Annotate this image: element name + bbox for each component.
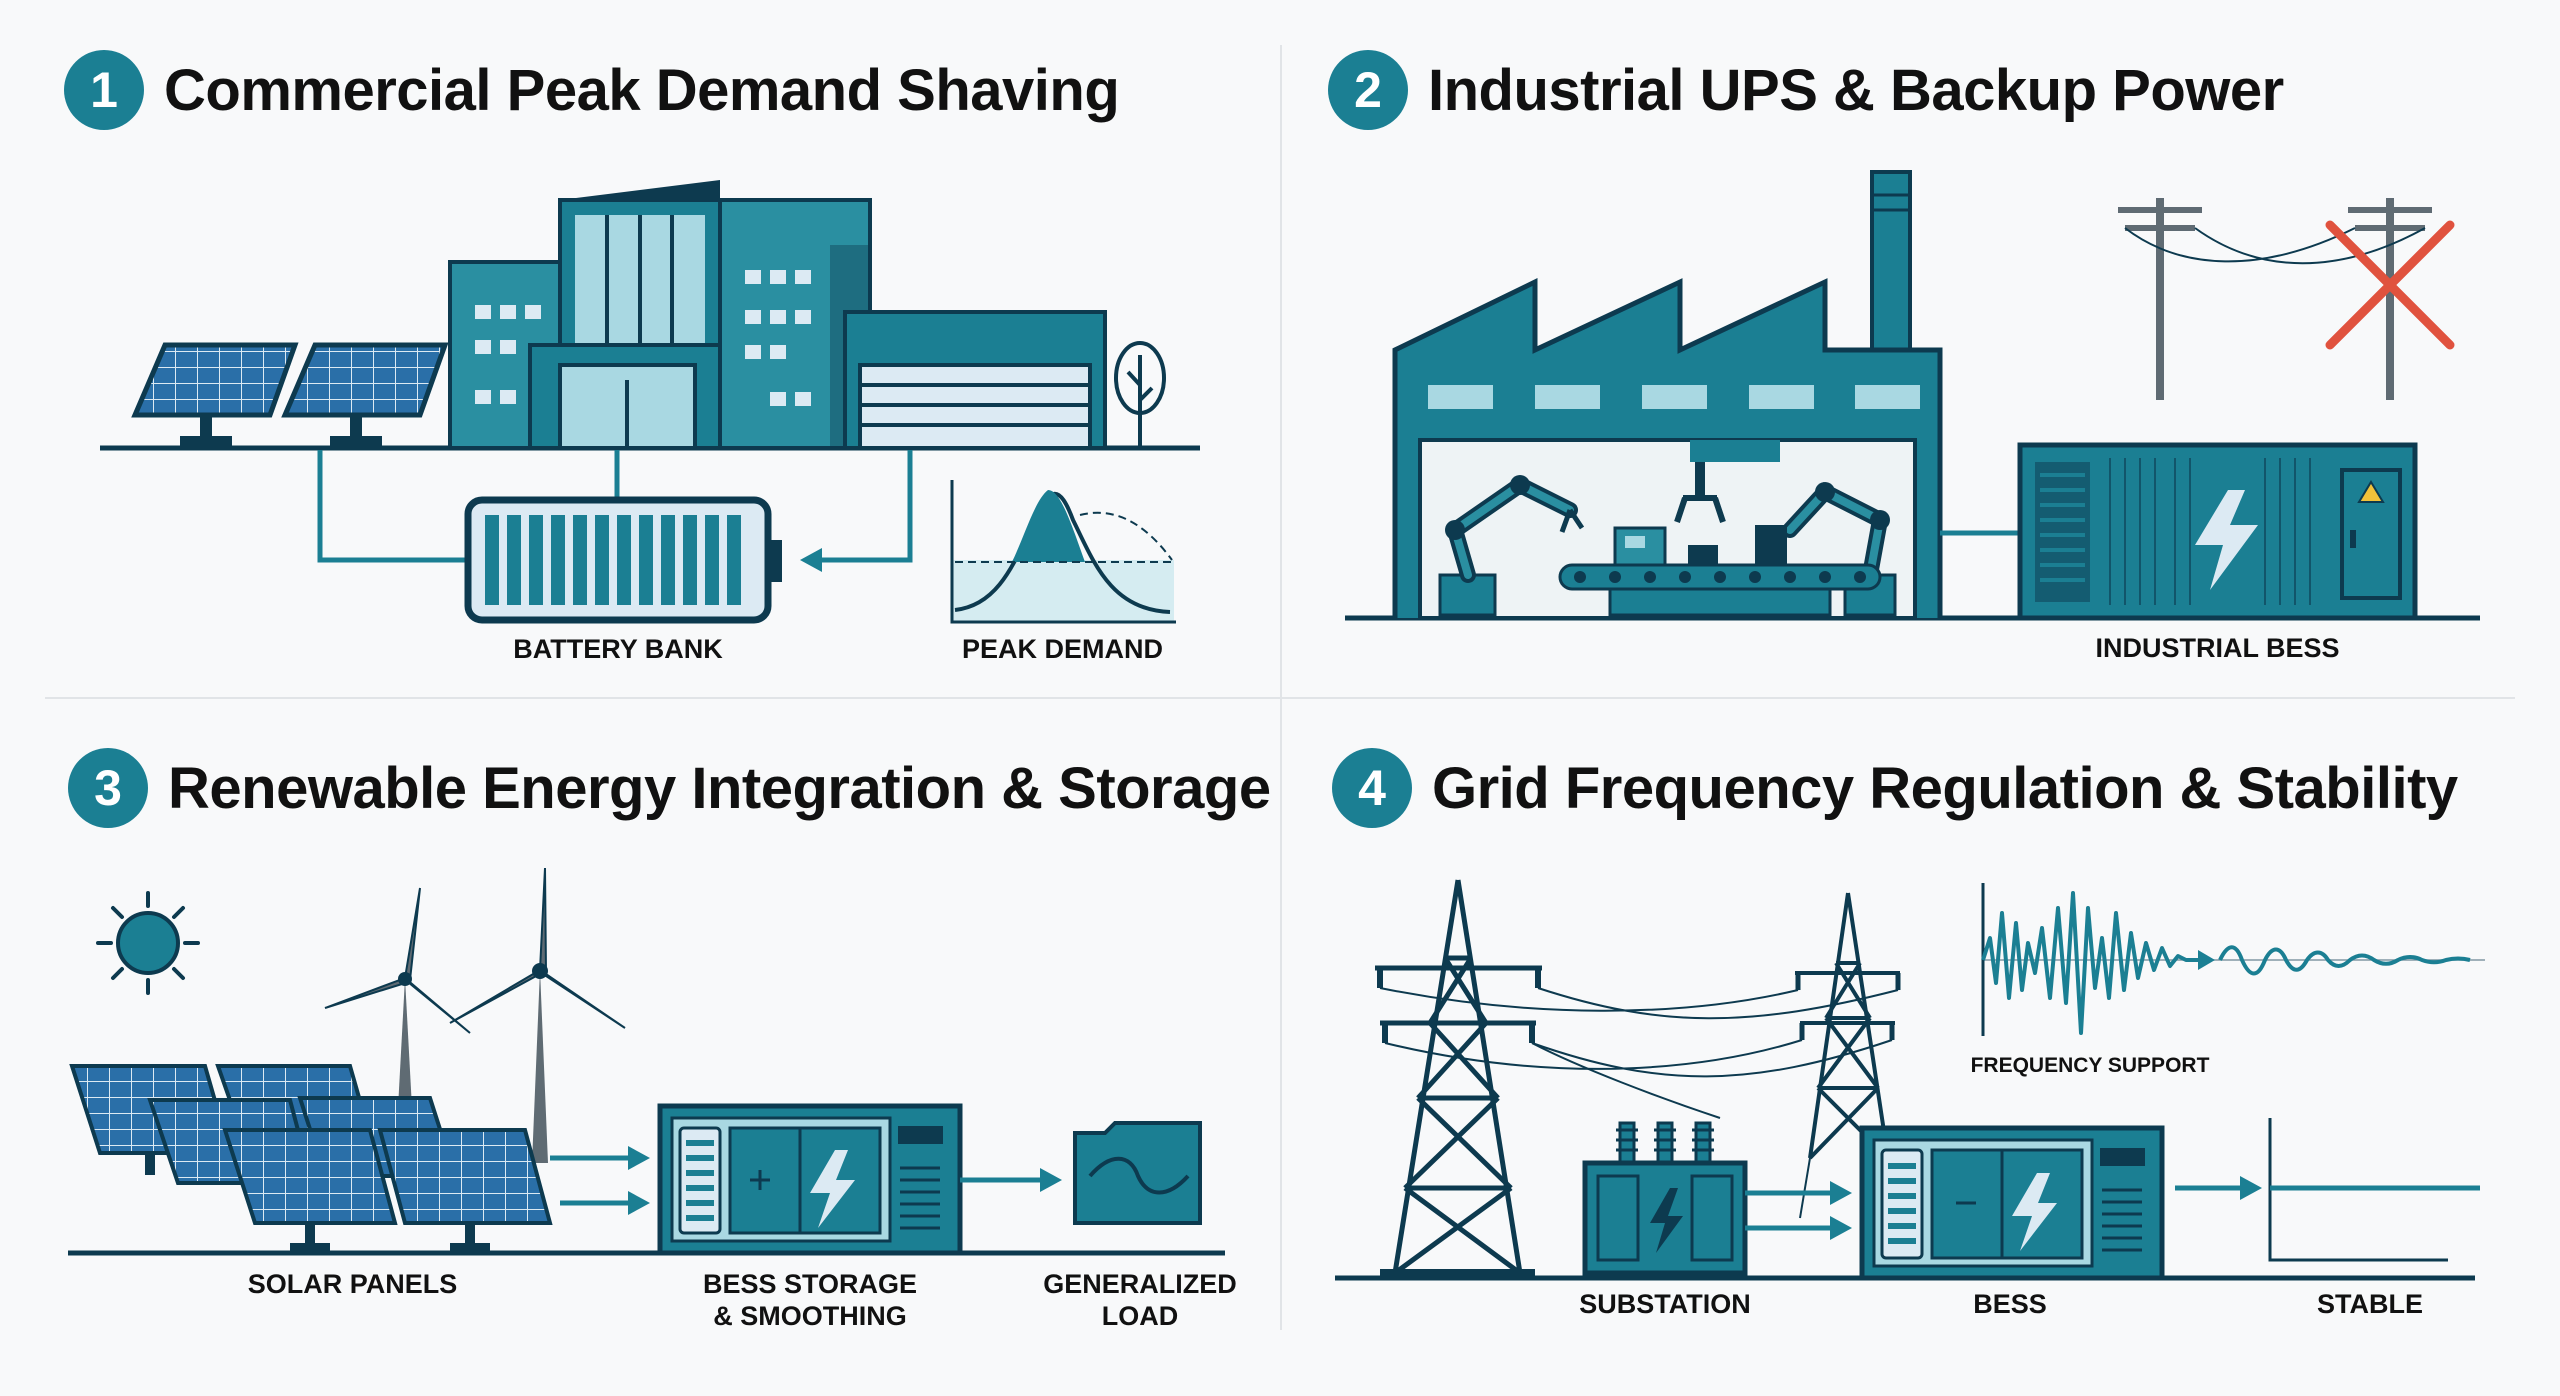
panel-3-number-badge: 3	[68, 748, 148, 828]
panel-1-title: Commercial Peak Demand Shaving	[164, 57, 1120, 123]
panel-2-title: Industrial UPS & Backup Power	[1428, 57, 2284, 123]
lightning-icon	[2195, 490, 2258, 590]
panel-4-illustration	[1335, 879, 2485, 1281]
peak-curve-icon	[950, 480, 1176, 624]
stable-label: STABLE	[2317, 1289, 2423, 1319]
solar-panel-icon	[281, 342, 449, 446]
lightning-icon	[1650, 1188, 1683, 1253]
bess-label: BESS	[1973, 1289, 2047, 1319]
panel-4-title: Grid Frequency Regulation & Stability	[1432, 755, 2458, 821]
building-icon	[448, 180, 1107, 450]
wind-turbine-icon	[449, 867, 626, 1163]
factory-icon	[1392, 170, 1943, 620]
stable-line-icon	[2268, 1118, 2480, 1262]
panel-grid-frequency: 4 Grid Frequency Regulation & Stability	[1280, 698, 2560, 1396]
battery-icon	[1880, 1148, 1924, 1260]
load-icon	[1073, 1121, 1202, 1225]
panel-2-number-badge: 2	[1328, 50, 1408, 130]
bess-storage-label-line1: BESS STORAGE	[702, 1269, 918, 1299]
tree-icon	[1114, 341, 1166, 448]
solar-panel-icon	[69, 1064, 553, 1225]
substation-label: SUBSTATION	[1579, 1289, 1751, 1319]
panel-industrial-ups: 2 Industrial UPS & Backup Power	[1280, 0, 2560, 698]
panel-peak-demand: 1 Commercial Peak Demand Shaving	[0, 0, 1280, 698]
panel-4-header: 4 Grid Frequency Regulation & Stability	[1332, 748, 2458, 828]
battery-bank-label: BATTERY BANK	[513, 634, 723, 664]
panel-1-number-badge: 1	[64, 50, 144, 130]
bess-container-icon	[1859, 1125, 2165, 1281]
wind-turbine-icon	[324, 887, 471, 1108]
transmission-tower-icon	[1795, 892, 1901, 1160]
frequency-support-label: FREQUENCY SUPPORT	[1970, 1054, 2210, 1077]
transformer-icon	[1582, 1121, 1748, 1276]
frequency-wave-icon	[1981, 883, 2485, 1036]
sun-icon	[96, 891, 200, 995]
battery-icon	[464, 496, 782, 624]
generalized-load-label-line1: GENERALIZED	[1043, 1269, 1237, 1299]
horizontal-divider	[45, 697, 2515, 699]
panel-3-illustration	[68, 867, 1225, 1256]
vertical-divider	[1280, 45, 1282, 1330]
panel-renewable-integration: 3 Renewable Energy Integration & Storage	[0, 698, 1280, 1396]
robot-arm-icon	[1782, 482, 1897, 617]
panel-2-illustration	[1345, 170, 2480, 621]
warning-icon	[2357, 480, 2385, 503]
generalized-load-label-line2: LOAD	[1101, 1301, 1179, 1331]
peak-demand-label: PEAK DEMAND	[961, 634, 1163, 664]
panel-1-illustration	[100, 180, 1200, 624]
robot-arm-icon	[1674, 462, 1726, 523]
panel-3-title: Renewable Energy Integration & Storage	[168, 755, 1271, 821]
bess-container-icon	[2017, 442, 2418, 621]
bess-container-icon	[657, 1103, 963, 1256]
battery-icon	[678, 1126, 722, 1235]
conveyor-icon	[1558, 525, 1882, 617]
lightning-icon	[2012, 1173, 2057, 1251]
panel-3-header: 3 Renewable Energy Integration & Storage	[68, 748, 1271, 828]
solar-panels-label: SOLAR PANELS	[247, 1269, 458, 1299]
panel-2-header: 2 Industrial UPS & Backup Power	[1328, 50, 2284, 130]
bess-storage-label-line2: & SMOOTHING	[713, 1301, 907, 1331]
solar-panel-icon	[131, 342, 299, 446]
panel-1-header: 1 Commercial Peak Demand Shaving	[64, 50, 1120, 130]
panel-4-number-badge: 4	[1332, 748, 1412, 828]
outage-cross-icon	[2325, 220, 2455, 350]
transmission-tower-icon	[1375, 879, 1542, 1277]
robot-arm-icon	[1438, 475, 1585, 617]
lightning-icon	[810, 1150, 855, 1228]
industrial-bess-label: INDUSTRIAL BESS	[2095, 633, 2340, 663]
power-pole-icon	[2118, 198, 2432, 400]
